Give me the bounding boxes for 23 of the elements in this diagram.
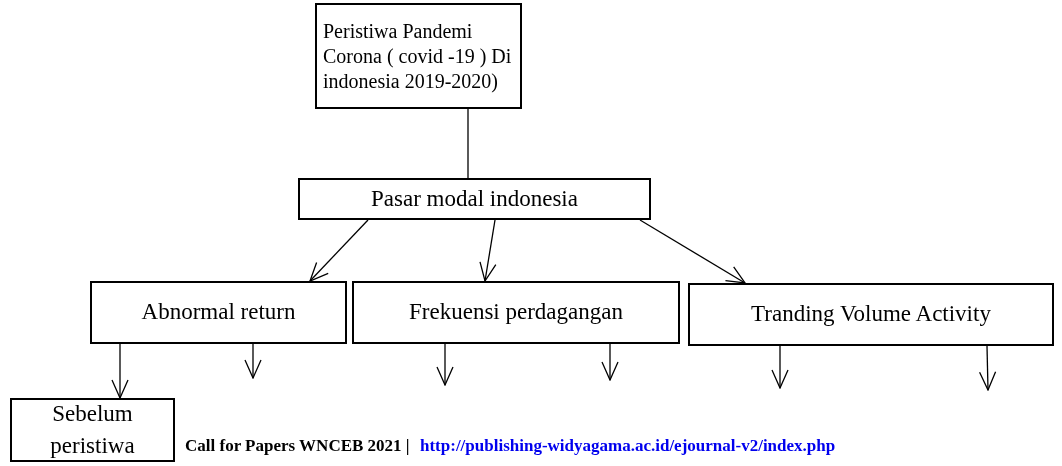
arrow: [436, 343, 454, 386]
arrow: [601, 343, 619, 381]
box-text: Tranding Volume Activity: [750, 300, 992, 329]
arrow: [111, 343, 129, 399]
process-box: [315, 3, 522, 109]
footer-text: http://publishing-widyagama.ac.id/ejournal-v2/index.php: [420, 436, 836, 456]
arrow: [978, 345, 997, 391]
box-text: Abnormal return: [140, 298, 297, 327]
arrow: [771, 345, 789, 389]
process-box: [10, 398, 175, 462]
box-text: Frekuensi perdagangan: [408, 298, 624, 327]
footer-text: Call for Papers WNCEB 2021 |: [185, 436, 410, 456]
process-box: [688, 283, 1054, 346]
arrow: [639, 219, 746, 284]
box-text: Sebelum peristiwa: [49, 399, 136, 460]
process-box: [352, 281, 680, 344]
arrow: [309, 219, 369, 282]
arrow: [479, 219, 497, 282]
box-text: Pasar modal indonesia: [370, 184, 579, 213]
process-box: [298, 178, 651, 220]
process-box: [90, 281, 347, 344]
arrow: [244, 343, 262, 379]
box-text: Peristiwa Pandemi Corona ( covid -19 ) Di indonesia 2019-2020): [323, 18, 513, 94]
